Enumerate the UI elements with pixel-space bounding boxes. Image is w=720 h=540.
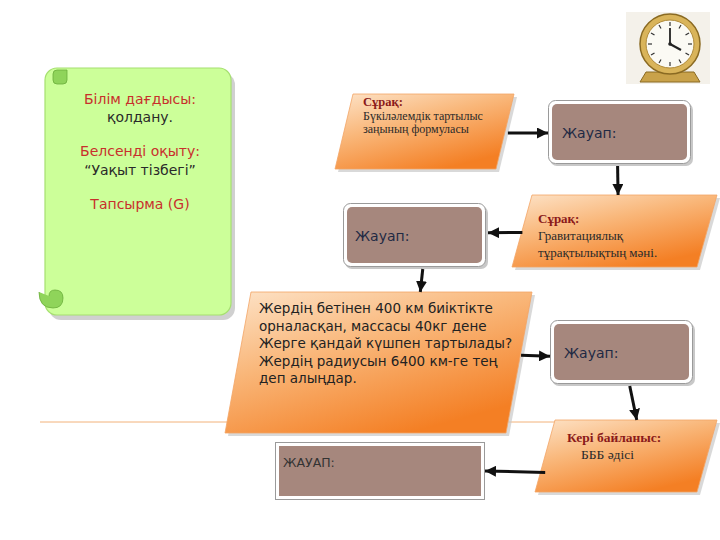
node-text: Білім дағдысы: <box>84 91 196 107</box>
parallelogram <box>512 195 717 267</box>
question-text: БББ әдісі <box>567 447 712 464</box>
question-text: Жердің бетінен 400 км биіктікте орналасқ… <box>259 300 519 388</box>
shadow <box>345 206 488 269</box>
objective-panel: Білім дағдысы: қолдану. Белсенді оқыту: “… <box>45 68 235 320</box>
box-frame <box>551 321 693 384</box>
node-text: Тапсырма (G) <box>90 196 189 212</box>
flow-arrow <box>508 132 548 135</box>
clock-rim <box>640 14 700 74</box>
answer-box: Жауап: <box>548 100 693 166</box>
node-outline <box>275 442 485 500</box>
flow-arrow <box>616 166 619 195</box>
flow-arrow <box>485 471 545 473</box>
clock-backdrop <box>626 12 710 84</box>
parallelogram <box>225 292 532 433</box>
question-text: Сұрақ: <box>363 96 507 110</box>
box-frame <box>276 443 485 500</box>
clock-ticks <box>648 22 692 66</box>
box-fill <box>279 446 481 496</box>
flow-arrow <box>630 386 637 420</box>
final-answer-box: ЖАУАП: <box>275 442 485 500</box>
box-fill <box>554 324 689 380</box>
clock-hand <box>670 44 681 50</box>
clock-face <box>646 20 694 68</box>
parallelogram <box>335 94 514 169</box>
clock-hand <box>669 28 671 44</box>
node-text: қолдану. <box>107 109 173 125</box>
node-text: Жауап: <box>564 344 685 362</box>
answer-box: Жауап: <box>550 320 695 386</box>
box-fill <box>552 104 687 160</box>
flow-arrow <box>488 231 522 234</box>
box-frame <box>549 101 691 164</box>
clock-illustration <box>626 12 710 84</box>
feedback-box: Кері байланыс:БББ әдісі <box>535 420 720 495</box>
scroll-curl <box>53 70 67 84</box>
node-text: “Уақыт тізбегі” <box>84 162 196 178</box>
question-text: Сұрақ: <box>538 211 712 227</box>
shadow <box>552 323 695 386</box>
question-text: Кері байланыс: <box>567 430 712 447</box>
box-frame <box>344 204 486 267</box>
answer-box: Жауап: <box>343 203 488 269</box>
scroll-curl <box>39 290 63 308</box>
problem-box: Жердің бетінен 400 км биіктікте орналасқ… <box>225 292 535 436</box>
question-box: Сұрақ:Бүкіләлемдік тартылыс заңының форм… <box>335 94 517 172</box>
box-fill <box>347 207 482 263</box>
clock-pin <box>668 42 672 46</box>
node-text: Белсенді оқыту: <box>80 143 200 159</box>
node-text: Жауап: <box>562 124 683 142</box>
parallelogram <box>535 420 717 492</box>
question-text: Бүкіләлемдік тартылыс заңының формуласы <box>363 110 507 137</box>
flow-arrow <box>521 354 550 358</box>
question-box: Сұрақ:Гравитациялық тұрақтылықтың мәні. <box>512 195 720 270</box>
flow-arrow <box>420 269 422 292</box>
node-text: ЖАУАП: <box>283 455 475 471</box>
question-text: Гравитациялық тұрақтылықтың мәні. <box>538 227 712 262</box>
shadow <box>550 103 693 166</box>
scroll-body <box>45 68 231 315</box>
node-text: Жауап: <box>355 227 478 245</box>
